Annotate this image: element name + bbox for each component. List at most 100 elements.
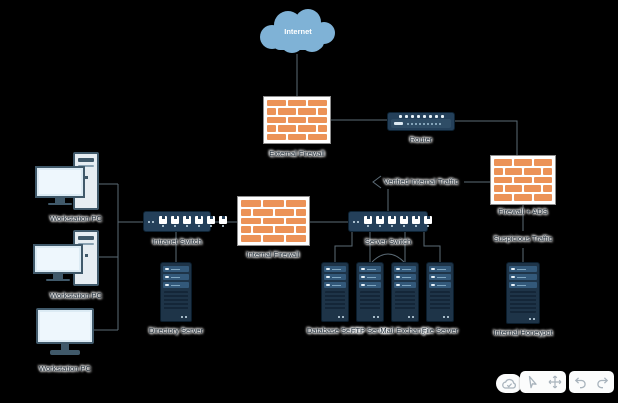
server-switch-label: Server Switch [364,237,412,246]
brick [524,167,542,175]
intranet-switch-label: Intranet Switch [152,237,202,246]
brick [298,125,316,132]
brick [267,125,276,132]
switch-port [159,216,167,227]
cloud-sync-icon [501,378,516,389]
brick [504,167,522,175]
switch-port [412,216,420,227]
toolbar-undo-redo-group [569,371,614,393]
brick [494,176,512,184]
brick [318,108,327,115]
database-server[interactable] [321,262,349,322]
redo-icon[interactable] [595,374,611,390]
brick-wall-icon [264,97,330,143]
brick [241,208,251,216]
brick [285,200,306,207]
sync-status-button[interactable] [496,374,522,393]
brick [263,200,284,207]
switch-port [376,216,384,227]
ftp-server-label: FTP Server [350,326,390,335]
brick [504,185,522,193]
brick [494,185,503,193]
brick [296,226,306,234]
internet-cloud[interactable]: Internet [252,6,344,56]
brick [534,176,552,184]
internal-firewall[interactable] [237,196,310,246]
brick [287,116,307,124]
undo-icon[interactable] [572,374,588,390]
brick [267,133,286,141]
switch-port [400,216,408,227]
brick [524,185,542,193]
brick-wall-icon [491,156,555,204]
mail-exchange-server[interactable] [391,262,419,322]
brick [543,167,552,175]
brick [308,116,328,124]
verified-traffic-label: Verified Internal Traffic [383,177,459,186]
brick [241,217,262,225]
brick [296,208,306,216]
brick [287,133,307,141]
router-label: Router [409,135,433,144]
brick [241,226,251,234]
brick [308,100,328,107]
brick [514,194,532,201]
brick [278,108,296,115]
suspicious-traffic-label: Suspicious Traffic [493,234,553,243]
internal-honeypot-server[interactable] [506,262,540,324]
switch-port [388,216,396,227]
switch-port [219,216,227,227]
file-server[interactable] [426,262,454,322]
brick [274,208,295,216]
brick [241,235,262,242]
brick [252,226,273,234]
brick [298,108,316,115]
brick [494,159,512,166]
brick [514,159,532,166]
server-switch[interactable] [348,211,432,232]
brick [267,116,286,124]
monitor-icon [33,244,83,274]
database-server-label: Database Server [306,326,364,335]
brick [267,100,286,107]
brick [308,133,328,141]
firewall-ads[interactable] [490,155,556,205]
directory-server[interactable] [160,262,192,322]
brick [494,194,512,201]
firewall-ads-label: Firewall + ADS [498,207,548,216]
toolbar-select-pan-group [520,371,566,393]
switch-port [207,216,215,227]
brick [267,108,276,115]
brick [318,125,327,132]
external-firewall[interactable] [263,96,331,144]
brick [252,208,273,216]
switch-port [195,216,203,227]
pan-icon[interactable] [547,374,563,390]
brick-wall-icon [238,197,309,245]
brick [287,100,307,107]
cloud-icon [260,9,335,53]
mail-exchange-label: Mail Exchange [380,326,430,335]
brick [285,235,306,242]
brick [241,200,262,207]
brick [534,159,552,166]
brick [263,217,284,225]
ftp-server[interactable] [356,262,384,322]
brick [543,185,552,193]
switch-port [171,216,179,227]
monitor-icon [36,308,94,344]
brick [278,125,296,132]
internet-label: Internet [284,27,312,36]
monitor-icon [35,166,85,198]
internal-firewall-label: Internal Firewall [246,250,300,259]
directory-server-label: Directory Server [148,326,204,335]
router[interactable] [387,112,455,131]
workstation-3-label: Workstation PC [39,364,91,373]
switch-port [364,216,372,227]
intranet-switch[interactable] [143,211,227,232]
switch-port [183,216,191,227]
cursor-icon[interactable] [524,374,540,390]
brick [494,167,503,175]
